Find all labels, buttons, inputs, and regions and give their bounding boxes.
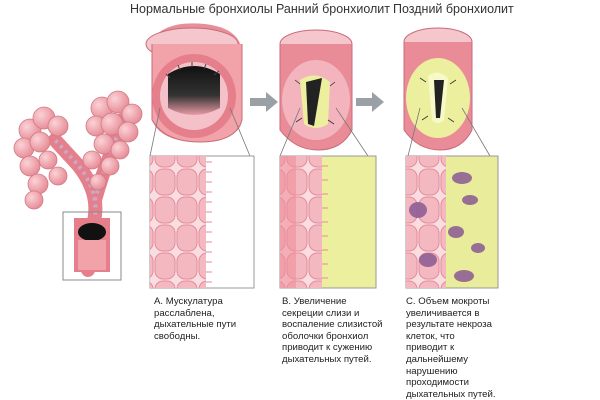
arrow-a-to-b <box>250 92 278 112</box>
arrow-b-to-c <box>356 92 384 112</box>
panel-normal <box>150 156 254 288</box>
caption-early: B. Увеличение секреции слизи и воспалени… <box>282 296 383 366</box>
bronchial-tree <box>14 91 142 280</box>
alveoli-cluster-left <box>14 107 68 209</box>
panel-late <box>406 156 498 288</box>
panel-early <box>280 156 376 288</box>
airway-normal <box>146 23 242 142</box>
caption-late: C. Объем мокроты увеличивается в результ… <box>406 296 496 400</box>
airway-early <box>280 30 352 150</box>
caption-normal: A. Мускулатура расслаблена, дыхательные … <box>154 296 236 342</box>
